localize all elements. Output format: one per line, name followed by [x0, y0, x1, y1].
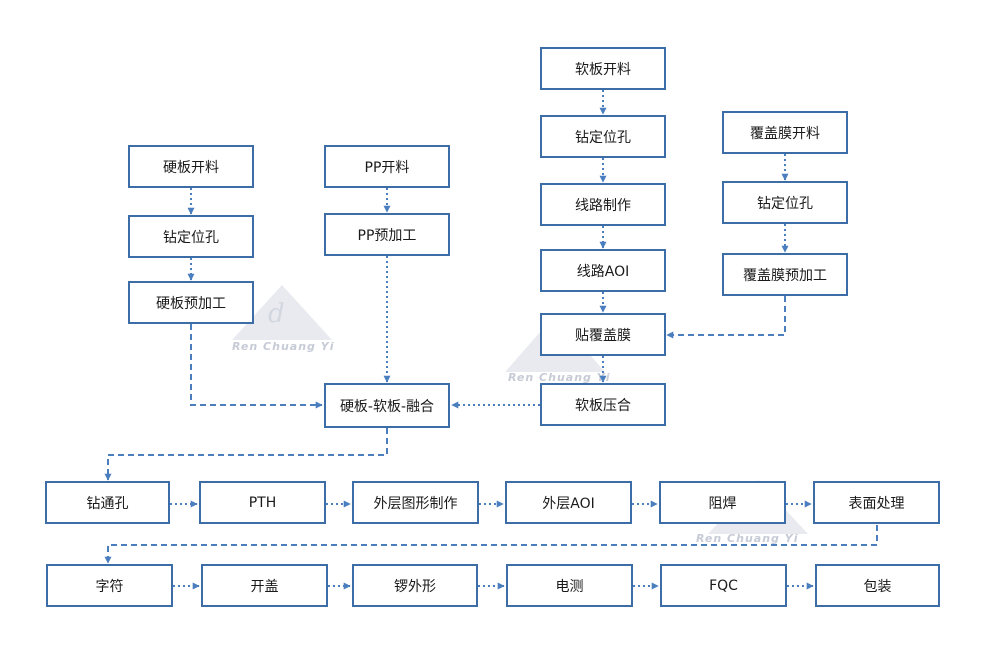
node-fqc: FQC	[660, 564, 787, 607]
node-outer-circuit: 外层图形制作	[352, 481, 479, 524]
svg-text:d: d	[268, 299, 285, 329]
node-cover-pre: 覆盖膜预加工	[722, 253, 848, 296]
node-flex-press: 软板压合	[540, 383, 666, 426]
node-rigid-pre: 硬板预加工	[128, 281, 254, 324]
arrow-surface-to-legend	[104, 525, 878, 564]
node-flex-cut: 软板开料	[540, 47, 666, 90]
arrow-rigid-pre-to-merge	[190, 324, 323, 409]
node-routing: 锣外形	[352, 564, 478, 607]
node-cover-open: 开盖	[201, 564, 328, 607]
node-solder-mask: 阻焊	[659, 481, 786, 524]
watermark-text: Ren Chuang Yi	[232, 340, 334, 353]
node-e-test: 电测	[506, 564, 633, 607]
watermark-text: Ren Chuang Yi	[508, 371, 610, 384]
arrow-merge-to-via-drill	[104, 428, 388, 481]
node-pp-cut: PP开料	[324, 145, 450, 188]
node-surface: 表面处理	[813, 481, 940, 524]
watermark-logo: d Ren Chuang Yi	[232, 285, 334, 353]
node-flex-circuit: 线路制作	[540, 183, 666, 226]
node-pp-pre: PP预加工	[324, 213, 450, 256]
node-merge: 硬板-软板-融合	[324, 383, 450, 428]
node-cover-cut: 覆盖膜开料	[722, 111, 848, 154]
node-outer-aoi: 外层AOI	[505, 481, 632, 524]
node-cover-drill: 钻定位孔	[722, 181, 848, 224]
watermark-text: Ren Chuang Yi	[696, 532, 798, 545]
node-flex-attach: 贴覆盖膜	[540, 313, 666, 356]
node-flex-aoi: 线路AOI	[540, 249, 666, 292]
arrow-cover-pre-to-attach	[666, 296, 786, 339]
node-pth: PTH	[199, 481, 326, 524]
node-rigid-drill: 钻定位孔	[128, 215, 254, 258]
node-rigid-cut: 硬板开料	[128, 145, 254, 188]
node-packing: 包装	[815, 564, 940, 607]
node-legend-print: 字符	[46, 564, 173, 607]
node-flex-drill: 钻定位孔	[540, 115, 666, 158]
node-via-drill: 钻通孔	[45, 481, 170, 524]
